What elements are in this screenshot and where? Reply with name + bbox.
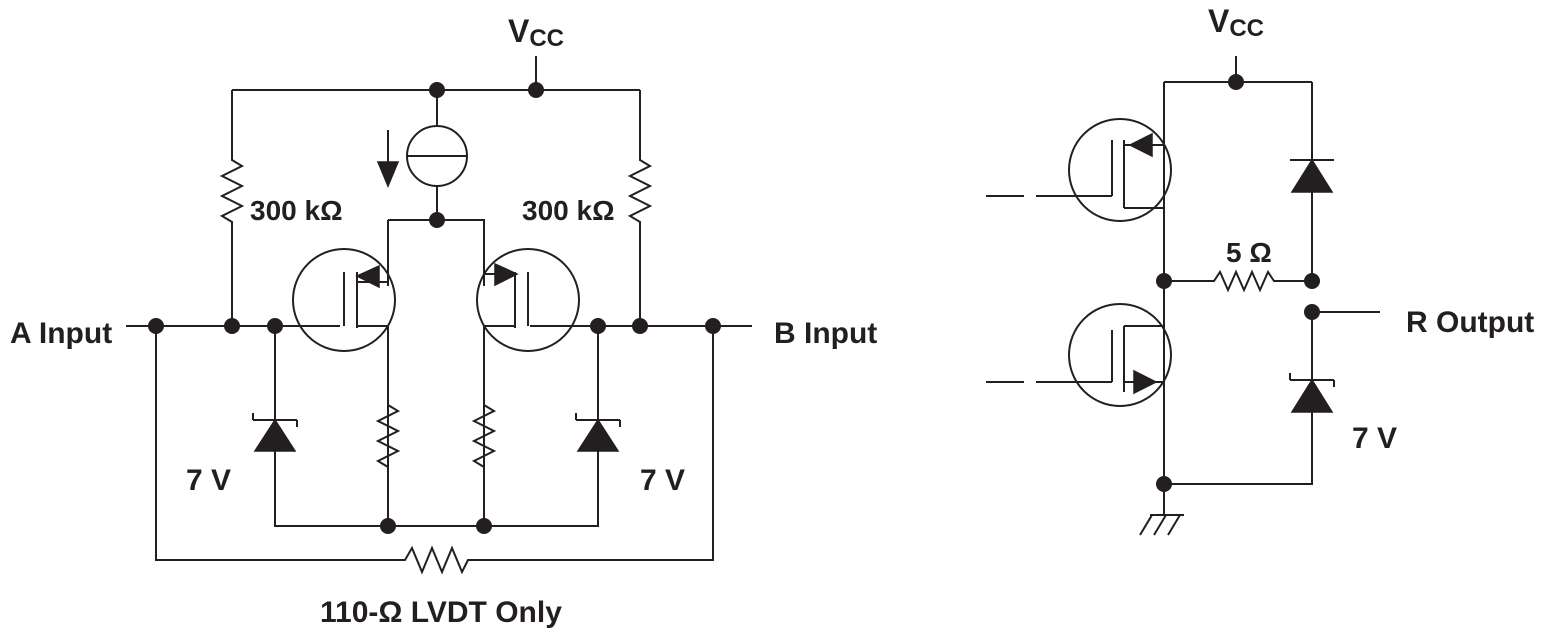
zener-label-left: 7 V (186, 464, 231, 497)
resistor-label-left: 300 kΩ (250, 195, 343, 226)
output-stack-wire (1163, 82, 1313, 485)
resistor-drain-left (375, 404, 401, 468)
output-circuit: VCC 5 Ω R Output 7 V (986, 3, 1534, 536)
resistor-300k-right (627, 90, 653, 326)
r-output-label: R Output (1406, 306, 1534, 339)
resistor-drain-right (471, 404, 497, 468)
zener-output-label: 7 V (1352, 422, 1397, 455)
resistor-5ohm (1164, 269, 1312, 293)
b-input-label: B Input (774, 317, 877, 350)
pmos-transistor-left (292, 248, 396, 520)
zener-diode-output (1289, 373, 1335, 413)
diode-upper (1290, 158, 1334, 193)
current-direction-arrow (376, 161, 400, 188)
zener-label-right: 7 V (640, 464, 685, 497)
vcc-label-right: VCC (1208, 3, 1264, 42)
vcc-label-left: VCC (508, 13, 564, 52)
termination-label: 110-Ω LVDT Only (320, 596, 562, 629)
resistor-300k-left (219, 90, 245, 326)
ground-symbol (1139, 484, 1184, 536)
resistor-5ohm-label: 5 Ω (1226, 237, 1272, 268)
resistor-label-right: 300 kΩ (522, 195, 615, 226)
current-source (376, 90, 485, 286)
output-junctions (1156, 74, 1320, 492)
input-circuit: VCC 300 kΩ 300 kΩ A Input B Input 7 V 7 … (10, 13, 877, 629)
pmos-transistor-right (476, 248, 580, 520)
pmos-transistor-output (986, 118, 1172, 222)
termination-resistor-110 (155, 326, 714, 575)
a-input-label: A Input (10, 317, 112, 350)
zener-diode-left (252, 326, 599, 527)
input-junctions (148, 82, 721, 534)
nmos-transistor-output (986, 303, 1172, 407)
zener-diode-right (575, 413, 621, 452)
